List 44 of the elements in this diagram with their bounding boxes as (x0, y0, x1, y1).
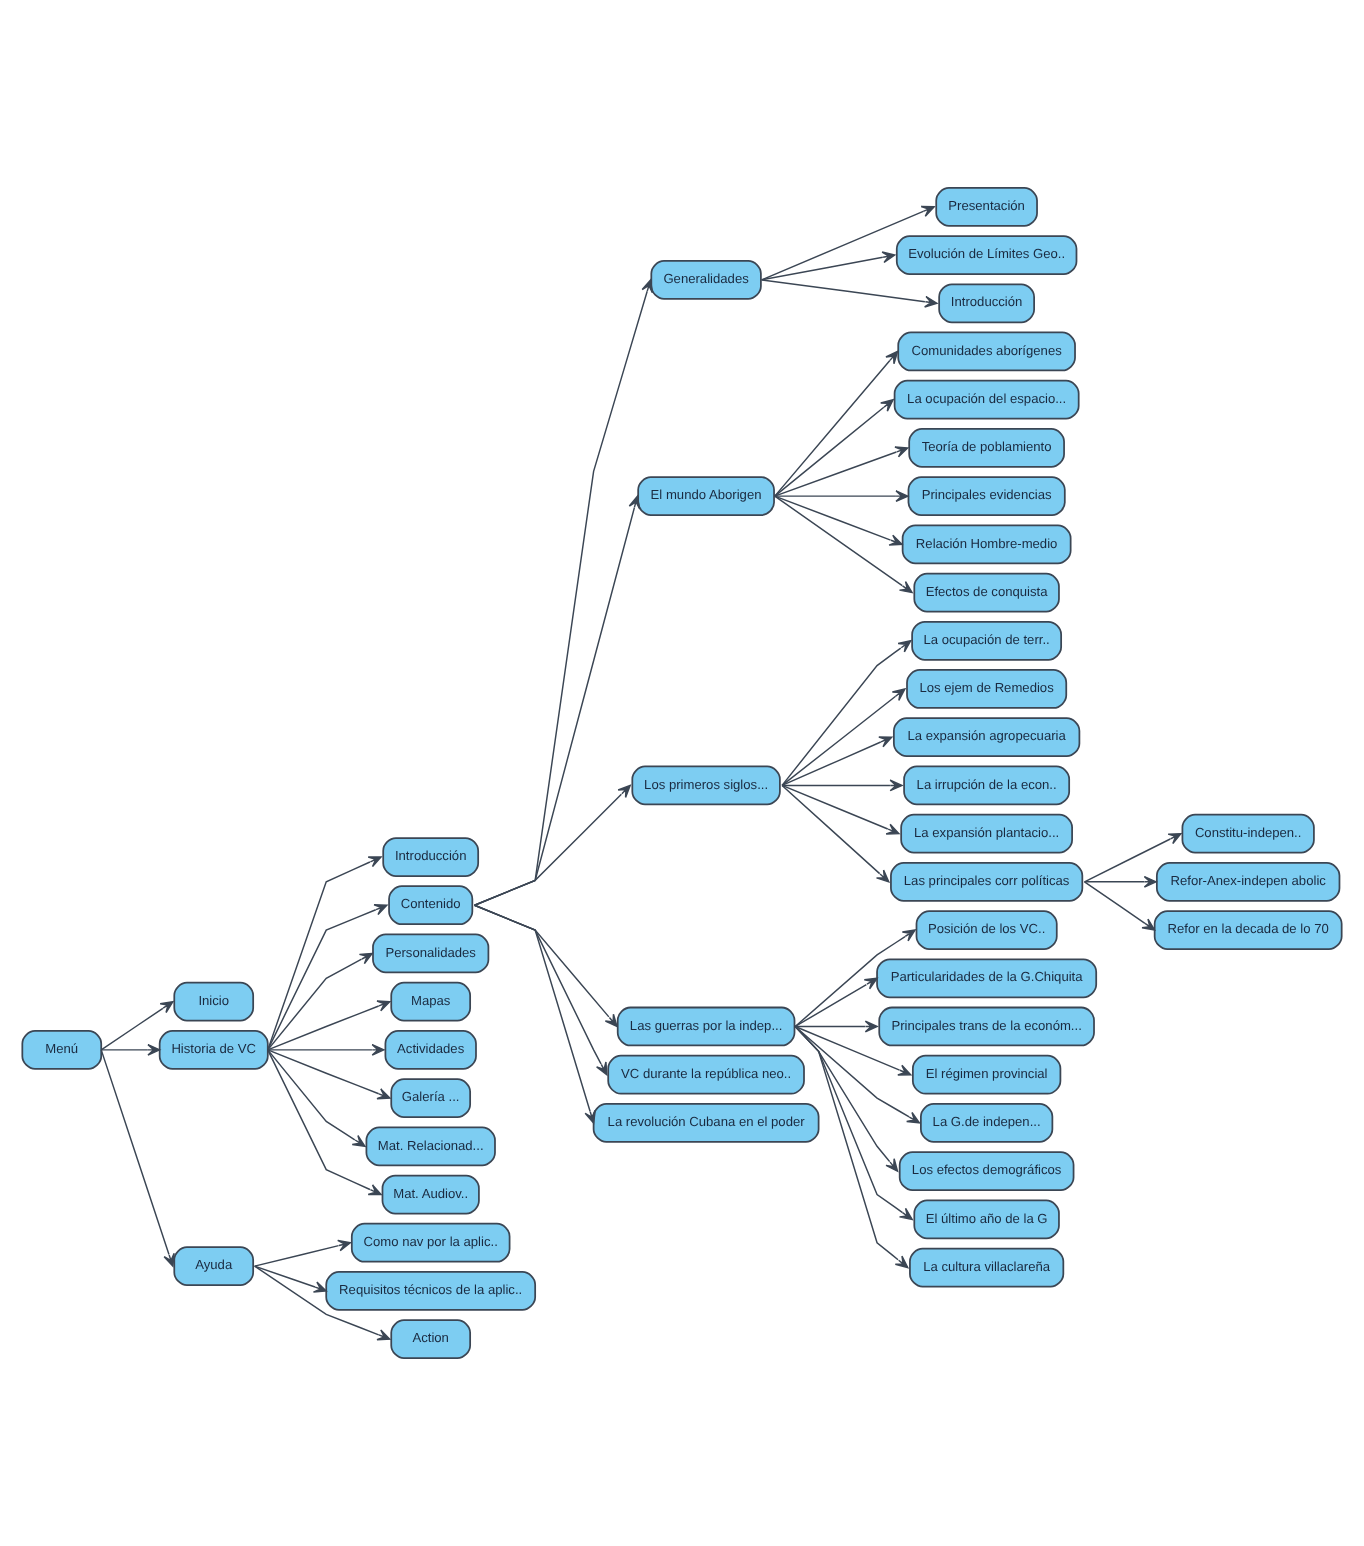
arrow (267, 904, 388, 1051)
arrow (1083, 881, 1156, 931)
arrow (774, 495, 903, 546)
arrow (794, 1025, 899, 1172)
arrow (794, 1025, 912, 1076)
arrow (781, 784, 900, 835)
arrow (253, 1239, 352, 1267)
arrow (781, 688, 906, 787)
arrow (794, 977, 878, 1028)
arrow (774, 446, 909, 497)
arrow (473, 904, 596, 1124)
arrow (781, 784, 890, 883)
arrow (760, 251, 896, 281)
arrow (794, 929, 916, 1028)
arrow (774, 490, 909, 503)
arrow (267, 1043, 385, 1056)
arrow (1083, 875, 1157, 888)
arrow (267, 1049, 391, 1100)
arrow (794, 1025, 913, 1221)
arrow (774, 350, 899, 497)
arrow (781, 640, 912, 787)
arrow (267, 952, 373, 1051)
arrow (794, 1020, 878, 1033)
arrow (473, 784, 631, 906)
arrow (794, 1025, 909, 1269)
arrow (267, 1000, 391, 1051)
arrow (100, 1043, 161, 1056)
arrow (100, 1049, 175, 1267)
arrow (473, 279, 654, 906)
arrow (781, 779, 903, 792)
arrow (253, 1265, 327, 1293)
arrow (774, 495, 913, 594)
arrow (473, 495, 641, 906)
arrow (267, 856, 382, 1051)
arrow (781, 736, 893, 787)
arrow (760, 279, 938, 308)
arrow (267, 1049, 382, 1196)
arrow (760, 205, 935, 281)
arrow (267, 1049, 366, 1148)
arrow (100, 1000, 174, 1051)
arrow (794, 1025, 921, 1124)
arrow (774, 398, 894, 497)
arrow (1083, 832, 1182, 883)
arrow (253, 1265, 391, 1341)
